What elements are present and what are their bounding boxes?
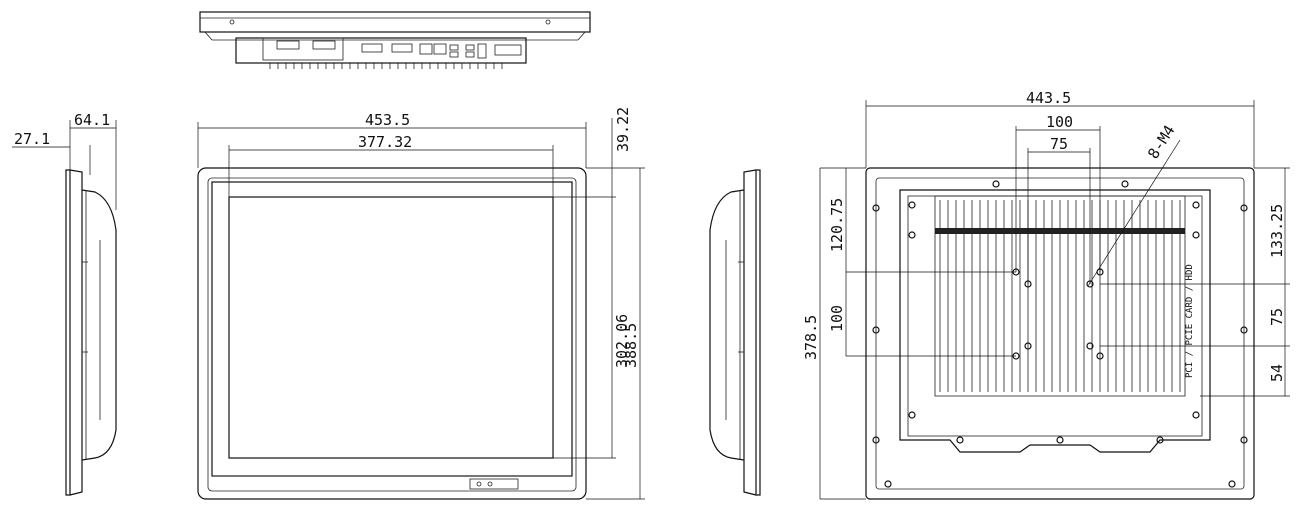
dim-side-total-depth: 64.1 — [74, 111, 110, 129]
dim-rear-vesa-vertical: 100 — [828, 305, 846, 332]
dim-front-height: 388.5 — [622, 323, 640, 368]
dim-rear-top-left: 120.75 — [828, 198, 846, 252]
vesa-holes — [1012, 268, 1104, 360]
top-view-fins — [269, 63, 503, 69]
dim-vesa-outer: 100 — [1046, 113, 1073, 131]
right-side-view — [709, 169, 761, 496]
dim-screen-height: 302.06 — [613, 314, 631, 368]
dim-front-width: 453.5 — [365, 111, 410, 129]
dim-rear-bottom-right: 54 — [1268, 364, 1286, 382]
dim-rear-height: 378.5 — [802, 315, 820, 360]
rear-side-label: PCI / PCIE CARD / HDD — [1185, 264, 1195, 378]
dim-rear-top-right: 133.25 — [1268, 204, 1286, 258]
dim-vesa-inner: 75 — [1050, 135, 1068, 153]
dim-top-offset: 39.22 — [614, 107, 632, 152]
top-view — [199, 11, 591, 69]
screw-label: 8-M4 — [1144, 122, 1178, 162]
front-view: 453.5 377.32 39.22 302.06 388.5 — [197, 107, 645, 500]
rear-mounting-holes — [872, 180, 1248, 488]
dim-side-panel-depth: 27.1 — [14, 130, 50, 148]
dim-rear-vesa-inner-vertical: 75 — [1268, 308, 1286, 326]
dim-rear-width: 443.5 — [1026, 89, 1071, 107]
rear-view: PCI / PCIE CARD / HDD 443.5 100 75 8-M4 … — [802, 89, 1290, 500]
left-side-view: 27.1 64.1 — [12, 111, 117, 496]
dim-screen-width: 377.32 — [358, 133, 412, 151]
